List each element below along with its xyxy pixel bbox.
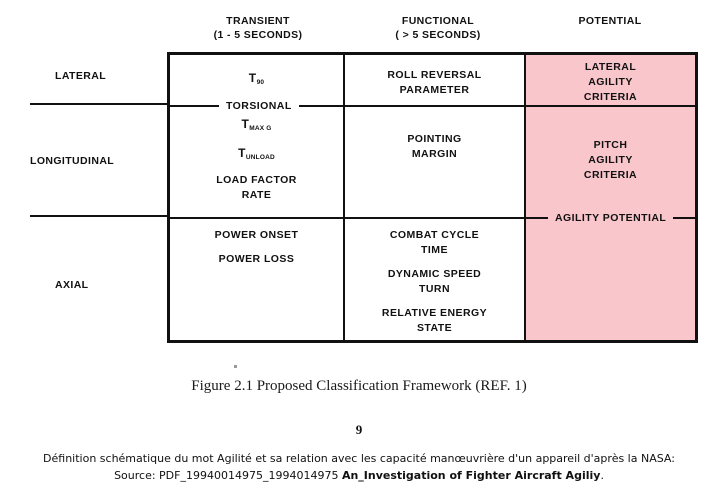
source-note-title: An_Investigation of Fighter Aircraft Agi… — [341, 469, 601, 482]
row-divider-longitudinal-axial — [170, 217, 695, 219]
symbol-tunload-subscript: UNLOAD — [245, 154, 275, 161]
column-divider-functional-potential — [524, 55, 526, 340]
margin-divider-2 — [30, 215, 170, 217]
source-note: Définition schématique du mot Agilité et… — [0, 450, 718, 484]
cell-longitudinal-potential-line1: PITCH — [593, 139, 628, 151]
cell-longitudinal-functional: POINTING MARGIN — [345, 132, 524, 162]
cell-axial-transient: POWER ONSET POWER LOSS — [170, 228, 343, 267]
column-header-potential: POTENTIAL — [530, 14, 690, 28]
column-header-functional: FUNCTIONAL ( > 5 SECONDS) — [358, 14, 518, 42]
source-note-prefix: Source: PDF_19940014975_1994014975 — [114, 469, 342, 482]
row-label-longitudinal: LONGITUDINAL — [30, 155, 115, 167]
row-label-lateral: LATERAL — [55, 70, 107, 82]
source-note-suffix: . — [600, 469, 604, 482]
column-header-transient-title: TRANSIENT — [226, 15, 290, 27]
cell-longitudinal-potential-line2: AGILITY — [588, 154, 633, 166]
row-divider-lateral-longitudinal — [170, 105, 695, 107]
cell-longitudinal-transient-line3: LOAD FACTOR — [216, 174, 297, 186]
symbol-tunload: TUNLOAD — [238, 146, 275, 161]
symbol-t90-subscript: 90 — [256, 79, 265, 86]
cell-axial-functional-line6: STATE — [416, 322, 453, 334]
page-number: 9 — [355, 422, 363, 437]
cell-longitudinal-transient-line4: RATE — [241, 189, 272, 201]
cell-longitudinal-functional-line2: MARGIN — [411, 148, 458, 160]
cell-lateral-potential-line3: CRITERIA — [583, 91, 638, 103]
source-note-line1: Définition schématique du mot Agilité et… — [43, 452, 675, 465]
cell-axial-functional-line2: TIME — [421, 244, 448, 256]
cell-axial-functional-line1: COMBAT CYCLE — [389, 229, 480, 241]
column-header-transient: TRANSIENT (1 - 5 SECONDS) — [178, 14, 338, 42]
classification-table: T90 ROLL REVERSAL PARAMETER LATERAL AGIL… — [167, 52, 698, 343]
figure-caption: Figure 2.1 Proposed Classification Frame… — [191, 378, 527, 394]
cell-lateral-transient: T90 — [170, 71, 343, 88]
potential-column-fill — [525, 55, 695, 340]
cell-lateral-functional: ROLL REVERSAL PARAMETER — [345, 68, 524, 98]
cell-axial-transient-line2: POWER LOSS — [218, 253, 295, 265]
cell-axial-functional-line5: RELATIVE ENERGY — [381, 307, 488, 319]
row-label-axial: AXIAL — [55, 279, 89, 291]
cell-longitudinal-potential-line3: CRITERIA — [583, 169, 638, 181]
divider-label-torsional: TORSIONAL — [219, 100, 299, 112]
source-note-line2: Source: PDF_19940014975_1994014975 An_In… — [0, 467, 718, 484]
cell-lateral-potential-line2: AGILITY — [588, 76, 633, 88]
cell-lateral-functional-line1: ROLL REVERSAL — [387, 69, 482, 81]
divider-label-agility-potential: AGILITY POTENTIAL — [548, 212, 674, 224]
symbol-tmaxg: TMAX G — [241, 117, 272, 132]
column-header-transient-subtitle: (1 - 5 SECONDS) — [213, 29, 303, 41]
cell-axial-functional-line4: TURN — [419, 283, 450, 295]
cell-longitudinal-functional-line1: POINTING — [407, 133, 462, 145]
cell-axial-functional-line3: DYNAMIC SPEED — [387, 268, 482, 280]
cell-lateral-functional-line2: PARAMETER — [399, 84, 470, 96]
column-divider-transient-functional — [343, 55, 345, 340]
column-header-functional-title: FUNCTIONAL — [401, 15, 475, 27]
cell-lateral-potential: LATERAL AGILITY CRITERIA — [526, 60, 695, 105]
scan-artifact — [234, 365, 237, 368]
cell-axial-functional: COMBAT CYCLE TIME DYNAMIC SPEED TURN REL… — [345, 228, 524, 336]
margin-divider-1 — [30, 103, 170, 105]
column-header-potential-title: POTENTIAL — [578, 15, 642, 27]
symbol-t90: T90 — [248, 71, 265, 86]
column-header-functional-subtitle: ( > 5 SECONDS) — [395, 29, 481, 41]
cell-lateral-potential-line1: LATERAL — [584, 61, 637, 73]
symbol-tmaxg-subscript: MAX G — [249, 125, 272, 132]
cell-longitudinal-transient: TMAX G TUNLOAD LOAD FACTOR RATE — [170, 117, 343, 203]
cell-longitudinal-potential: PITCH AGILITY CRITERIA — [526, 138, 695, 183]
cell-axial-transient-line1: POWER ONSET — [214, 229, 299, 241]
